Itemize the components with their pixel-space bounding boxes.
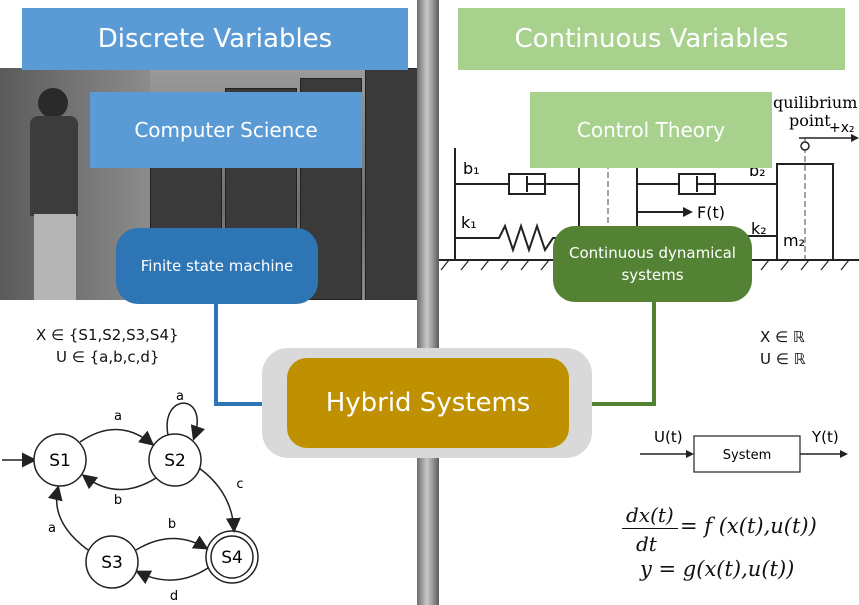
equation-output: y = g(x(t),u(t)) bbox=[640, 557, 795, 581]
k2-label: k₂ bbox=[751, 219, 767, 238]
continuous-dynamical-systems-pill: Continuous dynamical systems bbox=[553, 226, 752, 302]
equation-rhs: = f (x(t),u(t)) bbox=[680, 514, 817, 538]
state-s1-label: S1 bbox=[49, 451, 71, 471]
finite-state-machine-pill: Finite state machine bbox=[116, 228, 318, 304]
k1-label: k₁ bbox=[461, 213, 477, 232]
control-theory-box: Control Theory bbox=[530, 92, 772, 168]
state-s2-label: S2 bbox=[164, 451, 186, 471]
axis-label: +x₂ bbox=[829, 120, 855, 136]
left-u-set: U ∈ {a,b,c,d} bbox=[56, 348, 160, 366]
person-silhouette bbox=[38, 88, 68, 118]
left-x-set: X ∈ {S1,S2,S3,S4} bbox=[36, 326, 179, 344]
force-label: F(t) bbox=[697, 203, 725, 222]
equilibrium-label: quilibrium bbox=[773, 93, 857, 112]
system-block-diagram: U(t) System Y(t) bbox=[640, 428, 848, 473]
pill-line-2: systems bbox=[621, 266, 684, 284]
state-s2 bbox=[148, 433, 202, 487]
center-divider bbox=[417, 0, 439, 605]
edge-label: a bbox=[114, 409, 122, 424]
edge-label: b bbox=[114, 493, 122, 508]
right-x-set: X ∈ ℝ bbox=[760, 328, 805, 346]
discrete-variables-header: Discrete Variables bbox=[22, 8, 408, 70]
edge-label: c bbox=[236, 477, 243, 492]
equation-denominator: dt bbox=[636, 532, 657, 556]
computer-science-box: Computer Science bbox=[90, 92, 362, 168]
state-s4-label: S4 bbox=[221, 548, 243, 568]
finite-state-machine-diagram: S1 S2 S3 S4 a a b c b a d bbox=[2, 389, 259, 604]
equation-numerator: dx(t) bbox=[626, 503, 674, 527]
m2-label: m₂ bbox=[783, 231, 805, 250]
edge-label: b bbox=[168, 517, 176, 532]
edge-label: a bbox=[176, 389, 184, 404]
edge-label: a bbox=[48, 521, 56, 536]
right-u-set: U ∈ ℝ bbox=[760, 350, 806, 368]
fraction-bar bbox=[622, 528, 678, 529]
edge-label: d bbox=[170, 589, 178, 604]
output-label: Y(t) bbox=[811, 428, 839, 446]
state-s3-label: S3 bbox=[101, 553, 123, 573]
b1-label: b₁ bbox=[463, 159, 480, 178]
input-label: U(t) bbox=[654, 428, 683, 446]
state-s3 bbox=[85, 535, 139, 589]
point-label: point bbox=[789, 111, 831, 130]
system-box-label: System bbox=[723, 448, 771, 463]
continuous-variables-header: Continuous Variables bbox=[458, 8, 845, 70]
hybrid-systems-box: Hybrid Systems bbox=[287, 358, 569, 448]
pill-line-1: Continuous dynamical bbox=[569, 244, 736, 262]
